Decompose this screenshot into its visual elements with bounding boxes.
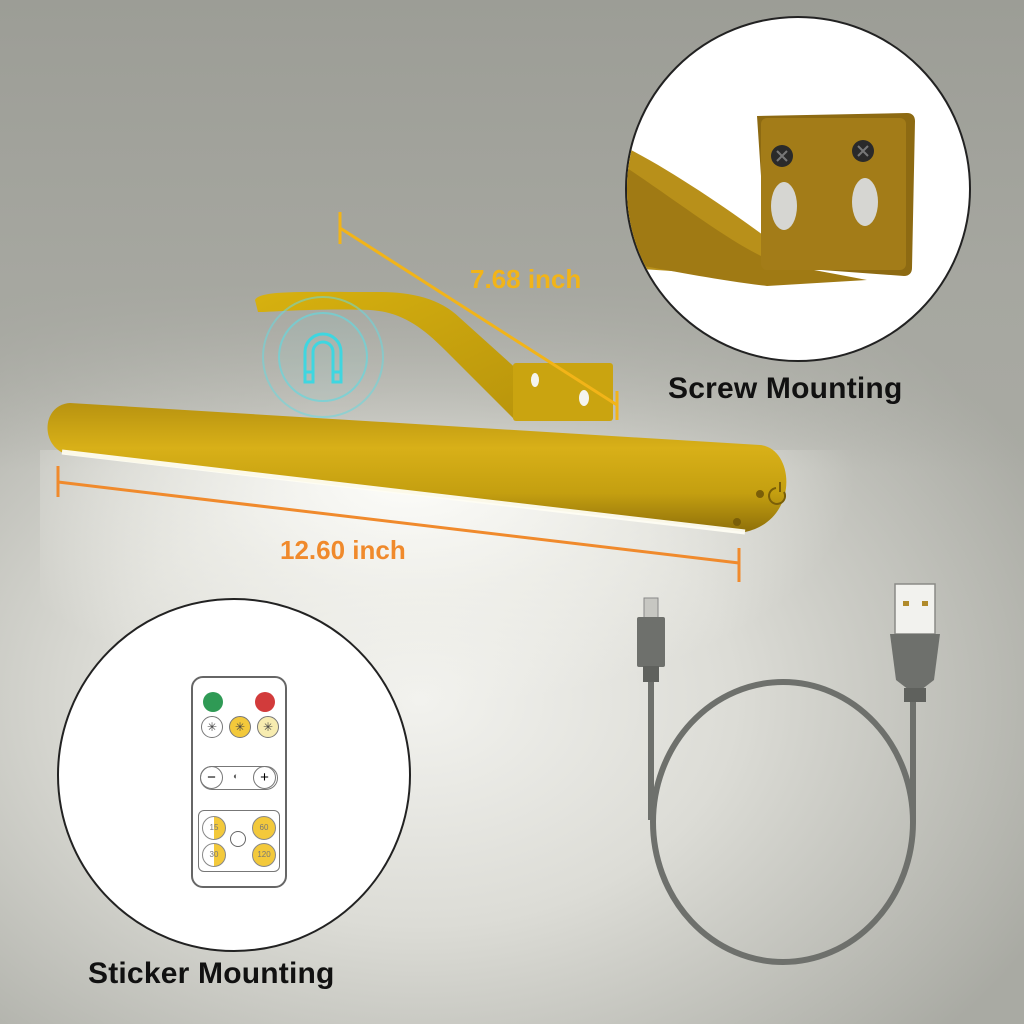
magnet-icon <box>262 296 384 418</box>
cool-light-button[interactable]: ✳ <box>201 716 223 738</box>
screw-mounting-caption: Screw Mounting <box>668 372 903 405</box>
timer-panel: 15 30 60 120 <box>198 810 280 872</box>
micro-usb-connector <box>637 597 665 682</box>
timer-120-button[interactable]: 120 <box>252 843 276 867</box>
bar-dimension-line <box>56 466 741 582</box>
bracket-dimension-line <box>338 212 619 420</box>
bar-length-label: 12.60 inch <box>280 535 406 565</box>
warm-light-button[interactable]: ✳ <box>229 716 251 738</box>
clock-icon <box>230 831 246 847</box>
timer-15-button[interactable]: 15 <box>202 816 226 840</box>
timer-30-button[interactable]: 30 <box>202 843 226 867</box>
brightness-plus-button[interactable]: + <box>253 766 276 789</box>
screw-mounting-inset <box>625 16 971 362</box>
power-on-button[interactable] <box>203 692 223 712</box>
remote-control: ✳ ✳ ✳ − + ◐ 15 30 60 120 <box>191 676 287 888</box>
neutral-light-button[interactable]: ✳ <box>257 716 279 738</box>
timer-60-button[interactable]: 60 <box>252 816 276 840</box>
usb-a-connector <box>890 583 940 702</box>
light-bar <box>47 403 787 535</box>
bracket-length-label: 7.68 inch <box>470 264 582 294</box>
brightness-control: − + ◐ <box>200 766 278 790</box>
bracket <box>255 291 613 421</box>
brightness-icon: ◐ <box>233 771 239 781</box>
sticker-mounting-caption: Sticker Mounting <box>88 957 335 990</box>
usb-cable <box>648 679 916 965</box>
brightness-minus-button[interactable]: − <box>200 766 223 789</box>
sticker-mounting-inset: ✳ ✳ ✳ − + ◐ 15 30 60 120 <box>57 598 411 952</box>
power-off-button[interactable] <box>255 692 275 712</box>
